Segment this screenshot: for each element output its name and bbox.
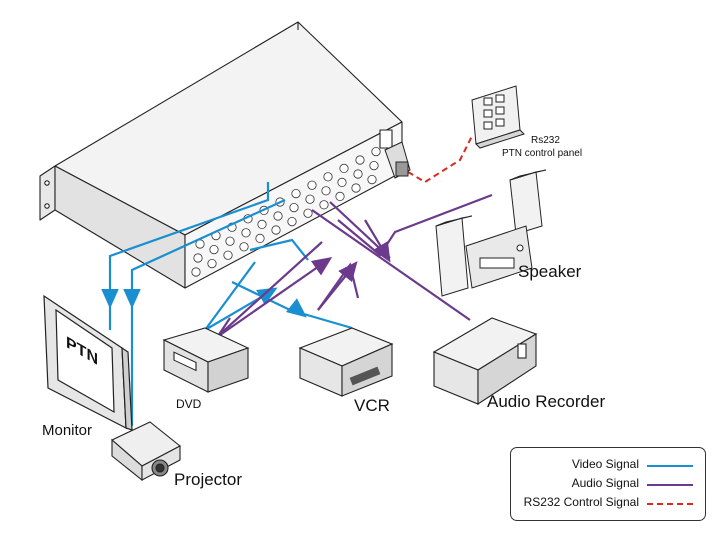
speaker-label: Speaker [518,262,582,281]
dvd-label: DVD [176,397,202,411]
bnc-connector [367,175,377,185]
bnc-connector [287,217,297,227]
bnc-connector [351,183,361,193]
bnc-connector [307,180,317,190]
legend-audio-label: Audio Signal [571,476,639,490]
monitor [43,294,133,431]
bnc-connector [191,267,201,277]
vcr [298,327,394,397]
legend-rs232-row: RS232 Control Signal [511,495,701,511]
bnc-connector [289,203,299,213]
legend-audio-line [647,484,693,486]
video-signal-lines [101,182,353,426]
audio-recorder-label: Audio Recorder [487,392,606,411]
legend-video-row: Video Signal [511,457,701,473]
bnc-connector [371,147,381,157]
bnc-connector [303,208,313,218]
bnc-connector [273,211,283,221]
bnc-connector [335,191,345,201]
bnc-connector [225,236,235,246]
bnc-connector [207,258,217,269]
bnc-connector [241,228,251,238]
legend-audio-row: Audio Signal [511,476,701,492]
matrix-switcher [39,21,403,289]
legend-video-line [647,465,693,467]
bnc-connector [323,172,333,182]
bnc-connector [355,155,365,165]
bnc-connector [271,225,281,235]
bnc-connector [291,189,301,199]
bnc-connector [337,177,347,187]
dvd-player [162,327,250,393]
bnc-connector [257,219,267,229]
bnc-connector [209,245,219,255]
bnc-connector [305,194,315,204]
control-panel-label: PTN control panel [502,148,583,159]
legend-rs232-line [647,503,693,505]
legend-rs232-label: RS232 Control Signal [523,495,639,509]
legend: Video Signal Audio Signal RS232 Control … [510,447,706,521]
bnc-connector [223,250,233,260]
bnc-connector [255,233,265,243]
projector-label: Projector [174,470,243,489]
rs232-label: Rs232 [531,135,560,146]
bnc-connector [369,161,379,171]
bnc-connector [193,253,203,263]
audio-signal-lines [209,193,493,343]
ptn-control-panel [471,85,525,149]
bnc-connector [321,186,331,196]
audio-recorder-device [432,317,538,406]
speaker-system [435,169,547,297]
bnc-connector [353,169,363,179]
vcr-label: VCR [354,396,390,415]
bnc-connector [239,242,249,252]
bnc-connectors [191,147,381,277]
monitor-label: Monitor [42,422,93,439]
bnc-connector [339,163,349,173]
projector [111,421,181,482]
rs232-plug [384,141,411,179]
rs232-signal-lines [407,135,473,184]
legend-video-label: Video Signal [571,457,639,471]
bnc-connector [319,200,329,210]
